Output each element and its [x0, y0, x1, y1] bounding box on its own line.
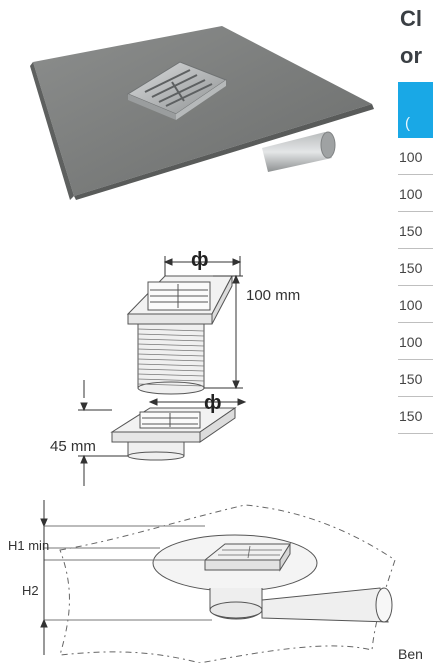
diameter-symbol-bottom: ф	[204, 392, 222, 414]
table-row: 100	[398, 286, 433, 323]
h2-label: H2	[22, 583, 39, 598]
table-cell: 100	[399, 186, 423, 202]
table-cell: 150	[399, 371, 423, 387]
height-label-45mm: 45 mm	[50, 438, 96, 455]
drain-diagram-100mm	[126, 256, 243, 395]
table-cell: 100	[399, 149, 423, 165]
installation-diagram	[40, 500, 396, 663]
table-row: 150	[398, 397, 433, 434]
section-heading: Cl or	[400, 0, 433, 74]
h1-min-label: H1 min	[8, 538, 50, 553]
height-label-100mm: 100 mm	[246, 287, 301, 304]
table-row: 100	[398, 175, 433, 212]
drain-diagram-45mm	[78, 380, 247, 486]
table-row: 100	[398, 138, 433, 175]
heading-line-1: Cl	[400, 6, 422, 31]
footer-text-fragment: Ben	[398, 646, 423, 662]
table-row: 100	[398, 323, 433, 360]
diameter-symbol-top: ф	[191, 249, 209, 271]
table-cell: 150	[399, 223, 423, 239]
heading-line-2: or	[400, 43, 422, 68]
table-cell: 150	[399, 408, 423, 424]
table-cell: 100	[399, 297, 423, 313]
table-header: (	[398, 82, 433, 138]
table-header-fragment: (	[405, 115, 410, 132]
product-photo	[30, 26, 374, 200]
table-row: 150	[398, 360, 433, 397]
table-cell: 150	[399, 260, 423, 276]
table-row: 150	[398, 212, 433, 249]
table-cell: 100	[399, 334, 423, 350]
table-row: 150	[398, 249, 433, 286]
